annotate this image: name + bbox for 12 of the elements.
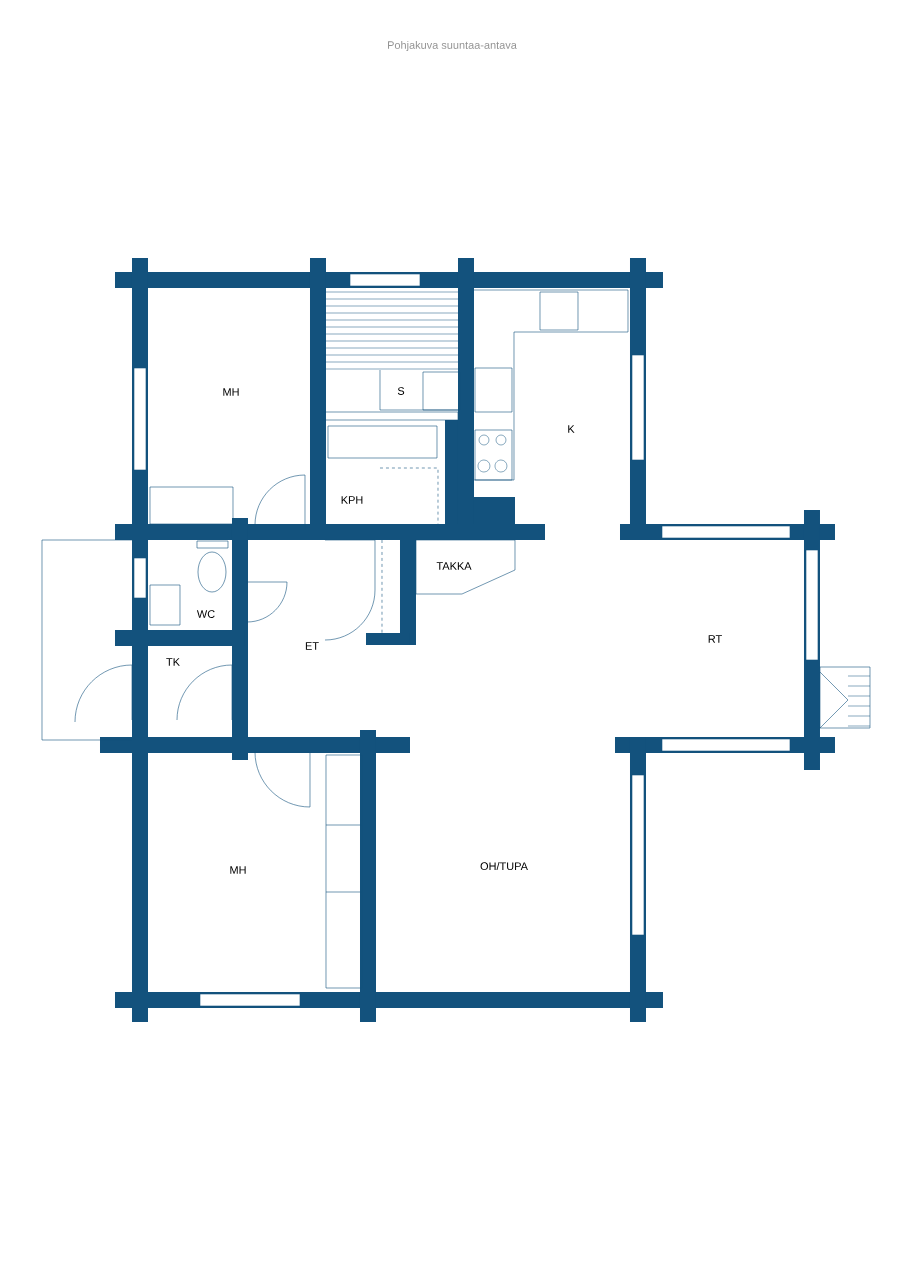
room-label: OH/TUPA [480,862,528,871]
title: Pohjakuva suuntaa-antava [388,40,517,52]
room-label: K [568,425,575,433]
room-label: MH [230,866,246,874]
room-label: RT [708,635,722,643]
room-label: KPH [341,496,363,504]
room-label: TAKKA [436,562,472,570]
room-label: WC [196,610,215,618]
room-label: MH [223,388,239,396]
room-label: ET [305,642,319,650]
room-label: TK [166,658,180,666]
room-label: S [397,387,405,395]
